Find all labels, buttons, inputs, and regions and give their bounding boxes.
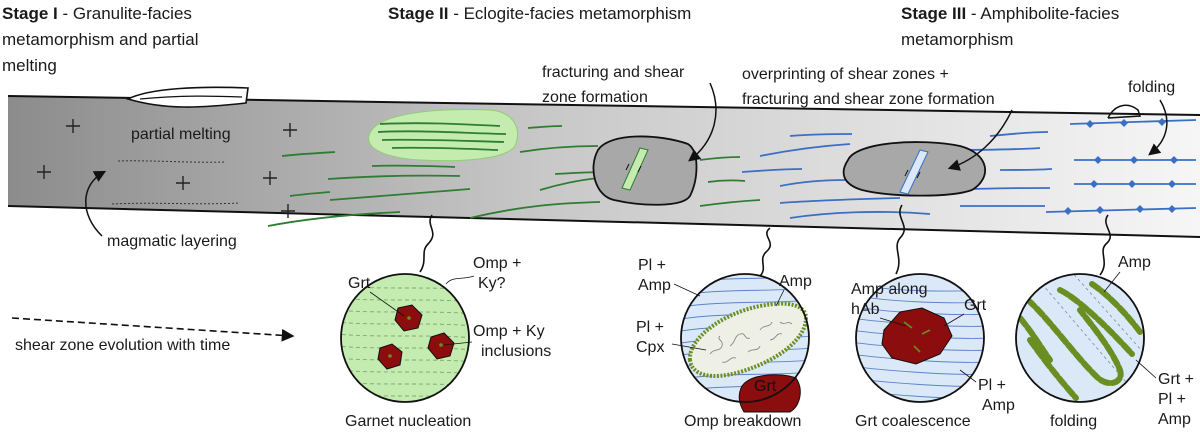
inset-1-omp-leader <box>445 275 475 285</box>
inset-3-amp-hab-line-2: hAb <box>851 301 880 318</box>
eclogite-lens-foliation <box>377 122 507 151</box>
fold-symbol <box>1107 104 1142 119</box>
inset-4-amp-leader <box>1103 271 1121 293</box>
folding-diamonds <box>1064 118 1178 215</box>
inclusion-dots <box>388 316 443 358</box>
partial-melting-label: partial melting <box>131 126 231 143</box>
magmatic-layering-lines <box>111 160 241 205</box>
stage-3-title: Stage III - Amphibolite-facies metamorph… <box>901 4 1119 49</box>
svg-text:Stage II - Eclogite-facies met: Stage II - Eclogite-facies metamorphism <box>388 4 691 23</box>
inset-3-amp-leader <box>879 317 907 327</box>
inset-grt-coalescence: Amp along hAb Grt Pl + Amp Grt coalescen… <box>851 273 1015 430</box>
inset-4-amp-label: Amp <box>1118 254 1151 271</box>
inset-4-grt-pl-amp-line-1: Grt + <box>1158 371 1194 388</box>
overprinting-label-line-2: fracturing and shear zone formation <box>742 91 995 108</box>
inset-omp-breakdown: Pl + Amp Amp Pl + Cpx Grt Omp breakdown <box>636 257 812 430</box>
partial-melting-lens <box>125 86 249 108</box>
stage-2-number: Stage II <box>388 4 448 23</box>
inset-1-inclusions-line-1: Omp + Ky <box>473 323 545 340</box>
inset-2-pl-amp-leader <box>673 283 701 297</box>
svg-text:Stage III - Amphibolite-facies: Stage III - Amphibolite-facies <box>901 4 1119 23</box>
inset-leaders <box>419 204 1112 277</box>
inset-1-grt-label: Grt <box>348 275 371 292</box>
inset-3-amp-hab-line-1: Amp along <box>851 281 928 298</box>
inset-1-caption: Garnet nucleation <box>345 413 471 430</box>
overprinting-label-line-1: overprinting of shear zones + <box>742 66 949 83</box>
stage-1-title-line-2: metamorphism and partial <box>2 30 199 49</box>
boudin-fracture-blue <box>899 149 929 195</box>
shear-sense-arrows <box>625 163 642 173</box>
inset-3-grt-leader <box>943 313 965 327</box>
inset-2-amp-leader <box>775 289 785 307</box>
magmatic-layering-arrow <box>85 170 107 237</box>
inset-1-inclusions-line-2: inclusions <box>481 343 551 360</box>
stage-1-title-line-1: - Granulite-facies <box>62 4 191 23</box>
inset-3-pl-amp-line-2: Amp <box>982 397 1015 414</box>
inset-4-grt-pl-amp-line-2: Pl + <box>1158 391 1186 408</box>
shear-evolution-arrow <box>11 317 295 342</box>
shear-sense-arrows-2 <box>904 169 921 179</box>
inset-1-grt-leader <box>369 291 405 317</box>
inset-2-amp-label: Amp <box>779 273 812 290</box>
fracturing-label-line-1: fracturing and shear <box>542 64 685 81</box>
folding-arrow <box>1148 99 1168 156</box>
coalesced-garnet <box>881 307 953 365</box>
inset-1-omp-ky-line-2: Ky? <box>478 275 506 292</box>
stage-1-title: Stage I - Granulite-facies metamorphism … <box>2 4 199 75</box>
stage-3-number: Stage III <box>901 4 966 23</box>
band-bottom-edge <box>7 205 1200 238</box>
inset-3-grt-label: Grt <box>964 297 987 314</box>
stage-3-title-line-1: - Amphibolite-facies <box>971 4 1119 23</box>
stage-1-number: Stage I <box>2 4 58 23</box>
fracturing-arrow <box>688 82 717 162</box>
stage-3-title-line-2: metamorphism <box>901 30 1013 49</box>
inset-4-grt-pl-amp-line-3: Amp <box>1158 411 1191 428</box>
inset-2-grt-label: Grt <box>754 378 777 395</box>
inset-3-pl-amp-line-1: Pl + <box>978 377 1006 394</box>
inset-1-omp-ky-line-1: Omp + <box>473 255 521 272</box>
fracturing-label-line-2: zone formation <box>542 89 648 106</box>
inset-2-pl-cpx-line-2: Cpx <box>636 339 664 356</box>
stage-2-title-line-1: - Eclogite-facies metamorphism <box>453 4 691 23</box>
eclogite-boudin <box>592 135 698 206</box>
stage-1-title-line-3: melting <box>2 56 57 75</box>
stage-2-title: Stage II - Eclogite-facies metamorphism <box>388 4 691 23</box>
inset-folding: Amp Grt + Pl + Amp folding <box>1015 254 1194 430</box>
folding-top-label: folding <box>1128 79 1175 96</box>
svg-text:Stage I - Granulite-facies: Stage I - Granulite-facies <box>2 4 192 23</box>
inset-garnet-nucleation: Grt Omp + Ky? Omp + Ky inclusions Garnet… <box>340 255 551 430</box>
shear-evolution-label: shear zone evolution with time <box>15 337 230 354</box>
garnet-grain-omp <box>738 374 801 413</box>
inset-2-pl-cpx-line-1: Pl + <box>636 319 664 336</box>
inset-3-pl-leader <box>959 369 977 383</box>
eclogite-shear-lines <box>267 125 761 227</box>
overprinting-arrow <box>947 109 1013 171</box>
inset-1-inclusions-leader <box>443 341 473 346</box>
magmatic-layering-label: magmatic layering <box>107 233 237 250</box>
boudin-fracture-green <box>621 147 649 191</box>
inset-2-pl-cpx-leader <box>671 343 707 351</box>
melt-line <box>139 95 243 100</box>
inset-2-caption: Omp breakdown <box>684 413 801 430</box>
granulite-crosses <box>37 119 297 218</box>
inset-4-grt-leader <box>1135 359 1157 379</box>
folded-amphibole-layers <box>1017 281 1143 401</box>
inset-4-caption: folding <box>1050 413 1097 430</box>
inset-2-pl-amp-line-1: Pl + <box>638 257 666 274</box>
amp-along-hab <box>903 321 931 353</box>
inset-3-caption: Grt coalescence <box>855 413 971 430</box>
inset-2-pl-amp-line-2: Amp <box>638 277 671 294</box>
symplectite-texture <box>709 321 793 363</box>
